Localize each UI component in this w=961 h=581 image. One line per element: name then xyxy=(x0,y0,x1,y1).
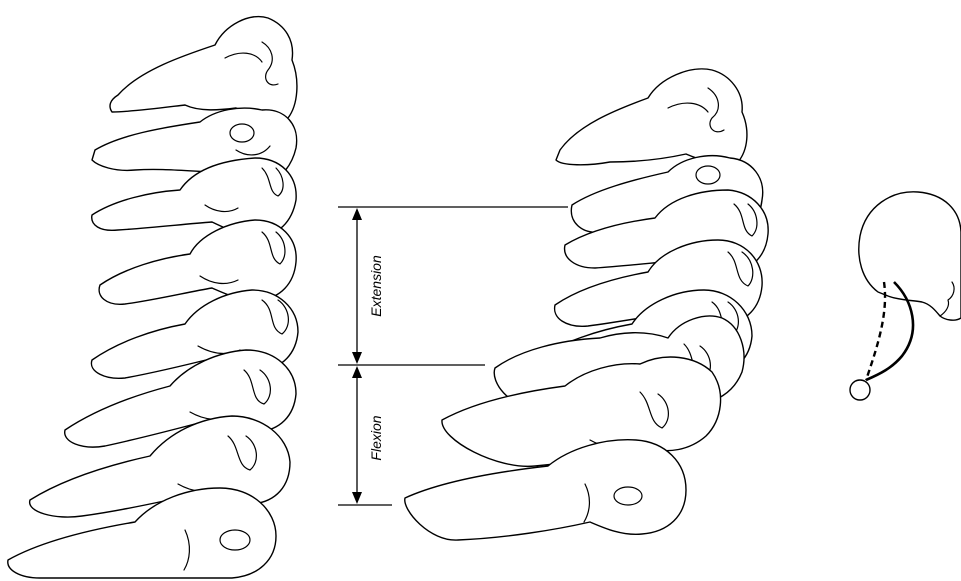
flexion-label: Flexion xyxy=(368,415,384,460)
neck-pivot-point xyxy=(850,380,870,400)
extension-label: Extension xyxy=(368,255,384,317)
left-cervical-spine xyxy=(8,17,298,578)
right-cervical-spine xyxy=(405,69,768,540)
neutral-neck-curve xyxy=(866,282,885,380)
head-profile-icon xyxy=(850,192,961,400)
flexion-arrow xyxy=(352,366,362,504)
extension-arrow xyxy=(352,208,362,364)
right-vertebra-c1 xyxy=(556,69,747,165)
